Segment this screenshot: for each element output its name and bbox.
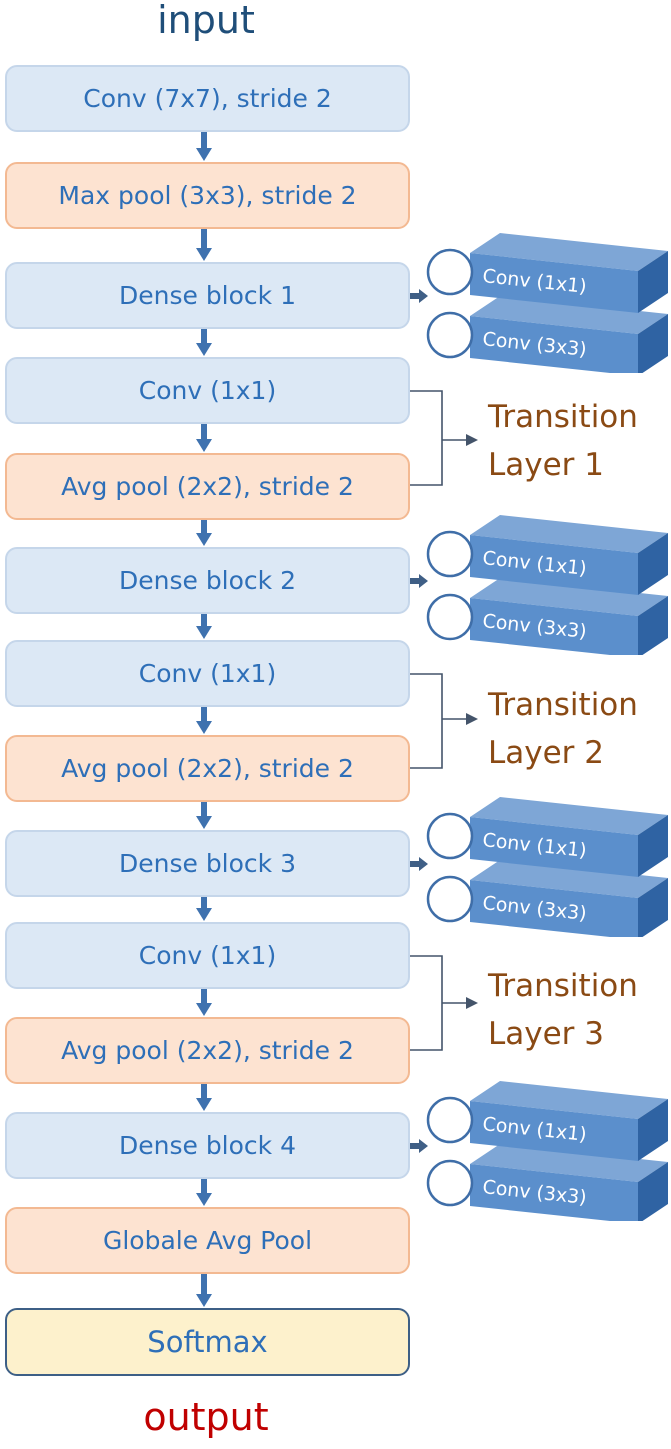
dense-node-circle <box>426 593 474 641</box>
dense-node-circle <box>426 875 474 923</box>
transition-3-label: Transition Layer 3 <box>488 962 638 1058</box>
dense-connector-arrow <box>410 857 428 871</box>
dense-block-4-box: Dense block 4 <box>5 1112 410 1179</box>
transition-3-bracket <box>410 955 478 1051</box>
flow-arrow <box>196 329 212 356</box>
conv-layer-slab <box>470 1081 668 1161</box>
dense-connector-arrow <box>410 289 428 303</box>
flow-arrow <box>196 229 212 261</box>
transition-2-avgpool-box: Avg pool (2x2), stride 2 <box>5 735 410 802</box>
transition-2-conv-box: Conv (1x1) <box>5 640 410 707</box>
dense-block-2-box: Dense block 2 <box>5 547 410 614</box>
dense-node-circle <box>426 812 474 860</box>
global-avg-pool-box: Globale Avg Pool <box>5 1207 410 1274</box>
conv-layer-slab <box>470 233 668 313</box>
dense-node-circle <box>426 248 474 296</box>
flow-arrow <box>196 424 212 452</box>
conv-layer-slab <box>470 1144 668 1221</box>
transition-1-line2: Layer 1 <box>488 447 605 483</box>
input-label: input <box>157 0 255 42</box>
flow-arrow <box>196 132 212 161</box>
conv-layer-slab <box>470 296 668 373</box>
flow-arrow <box>196 1274 212 1307</box>
softmax-box: Softmax <box>5 1308 410 1376</box>
dense-connector-arrow <box>410 1139 428 1153</box>
dense-block-4-layers: Conv (3x3) Conv (1x1) <box>426 1081 668 1221</box>
conv-layer-slab <box>470 515 668 595</box>
dense-connector-arrow <box>410 574 428 588</box>
conv-layer-slab <box>470 797 668 877</box>
transition-2-bracket <box>410 673 478 769</box>
transition-3-line1: Transition <box>488 968 638 1004</box>
dense-block-1-box: Dense block 1 <box>5 262 410 329</box>
dense-node-circle <box>426 311 474 359</box>
transition-1-label: Transition Layer 1 <box>488 393 638 489</box>
transition-1-conv-box: Conv (1x1) <box>5 357 410 424</box>
conv-layer-slab <box>470 578 668 655</box>
transition-3-conv-box: Conv (1x1) <box>5 922 410 989</box>
flow-arrow <box>196 1179 212 1206</box>
dense-node-circle <box>426 530 474 578</box>
transition-2-label: Transition Layer 2 <box>488 681 638 777</box>
output-label: output <box>143 1395 269 1439</box>
flow-arrow <box>196 520 212 546</box>
transition-3-avgpool-box: Avg pool (2x2), stride 2 <box>5 1017 410 1084</box>
transition-1-line1: Transition <box>488 399 638 435</box>
transition-3-line2: Layer 3 <box>488 1016 605 1052</box>
flow-arrow <box>196 1084 212 1111</box>
dense-block-3-layers: Conv (3x3) Conv (1x1) <box>426 797 668 937</box>
flow-arrow <box>196 897 212 921</box>
maxpool-box: Max pool (3x3), stride 2 <box>5 162 410 229</box>
conv-layer-slab <box>470 860 668 937</box>
transition-1-bracket <box>410 390 478 486</box>
transition-2-line1: Transition <box>488 687 638 723</box>
flow-arrow <box>196 707 212 734</box>
dense-block-1-layers: Conv (3x3) Conv (1x1) <box>426 233 668 373</box>
flow-arrow <box>196 614 212 639</box>
flow-arrow <box>196 989 212 1016</box>
flow-arrow <box>196 802 212 829</box>
dense-block-3-box: Dense block 3 <box>5 830 410 897</box>
dense-node-circle <box>426 1096 474 1144</box>
dense-node-circle <box>426 1159 474 1207</box>
conv7x7-box: Conv (7x7), stride 2 <box>5 65 410 132</box>
transition-2-line2: Layer 2 <box>488 735 605 771</box>
dense-block-2-layers: Conv (3x3) Conv (1x1) <box>426 515 668 655</box>
transition-1-avgpool-box: Avg pool (2x2), stride 2 <box>5 453 410 520</box>
